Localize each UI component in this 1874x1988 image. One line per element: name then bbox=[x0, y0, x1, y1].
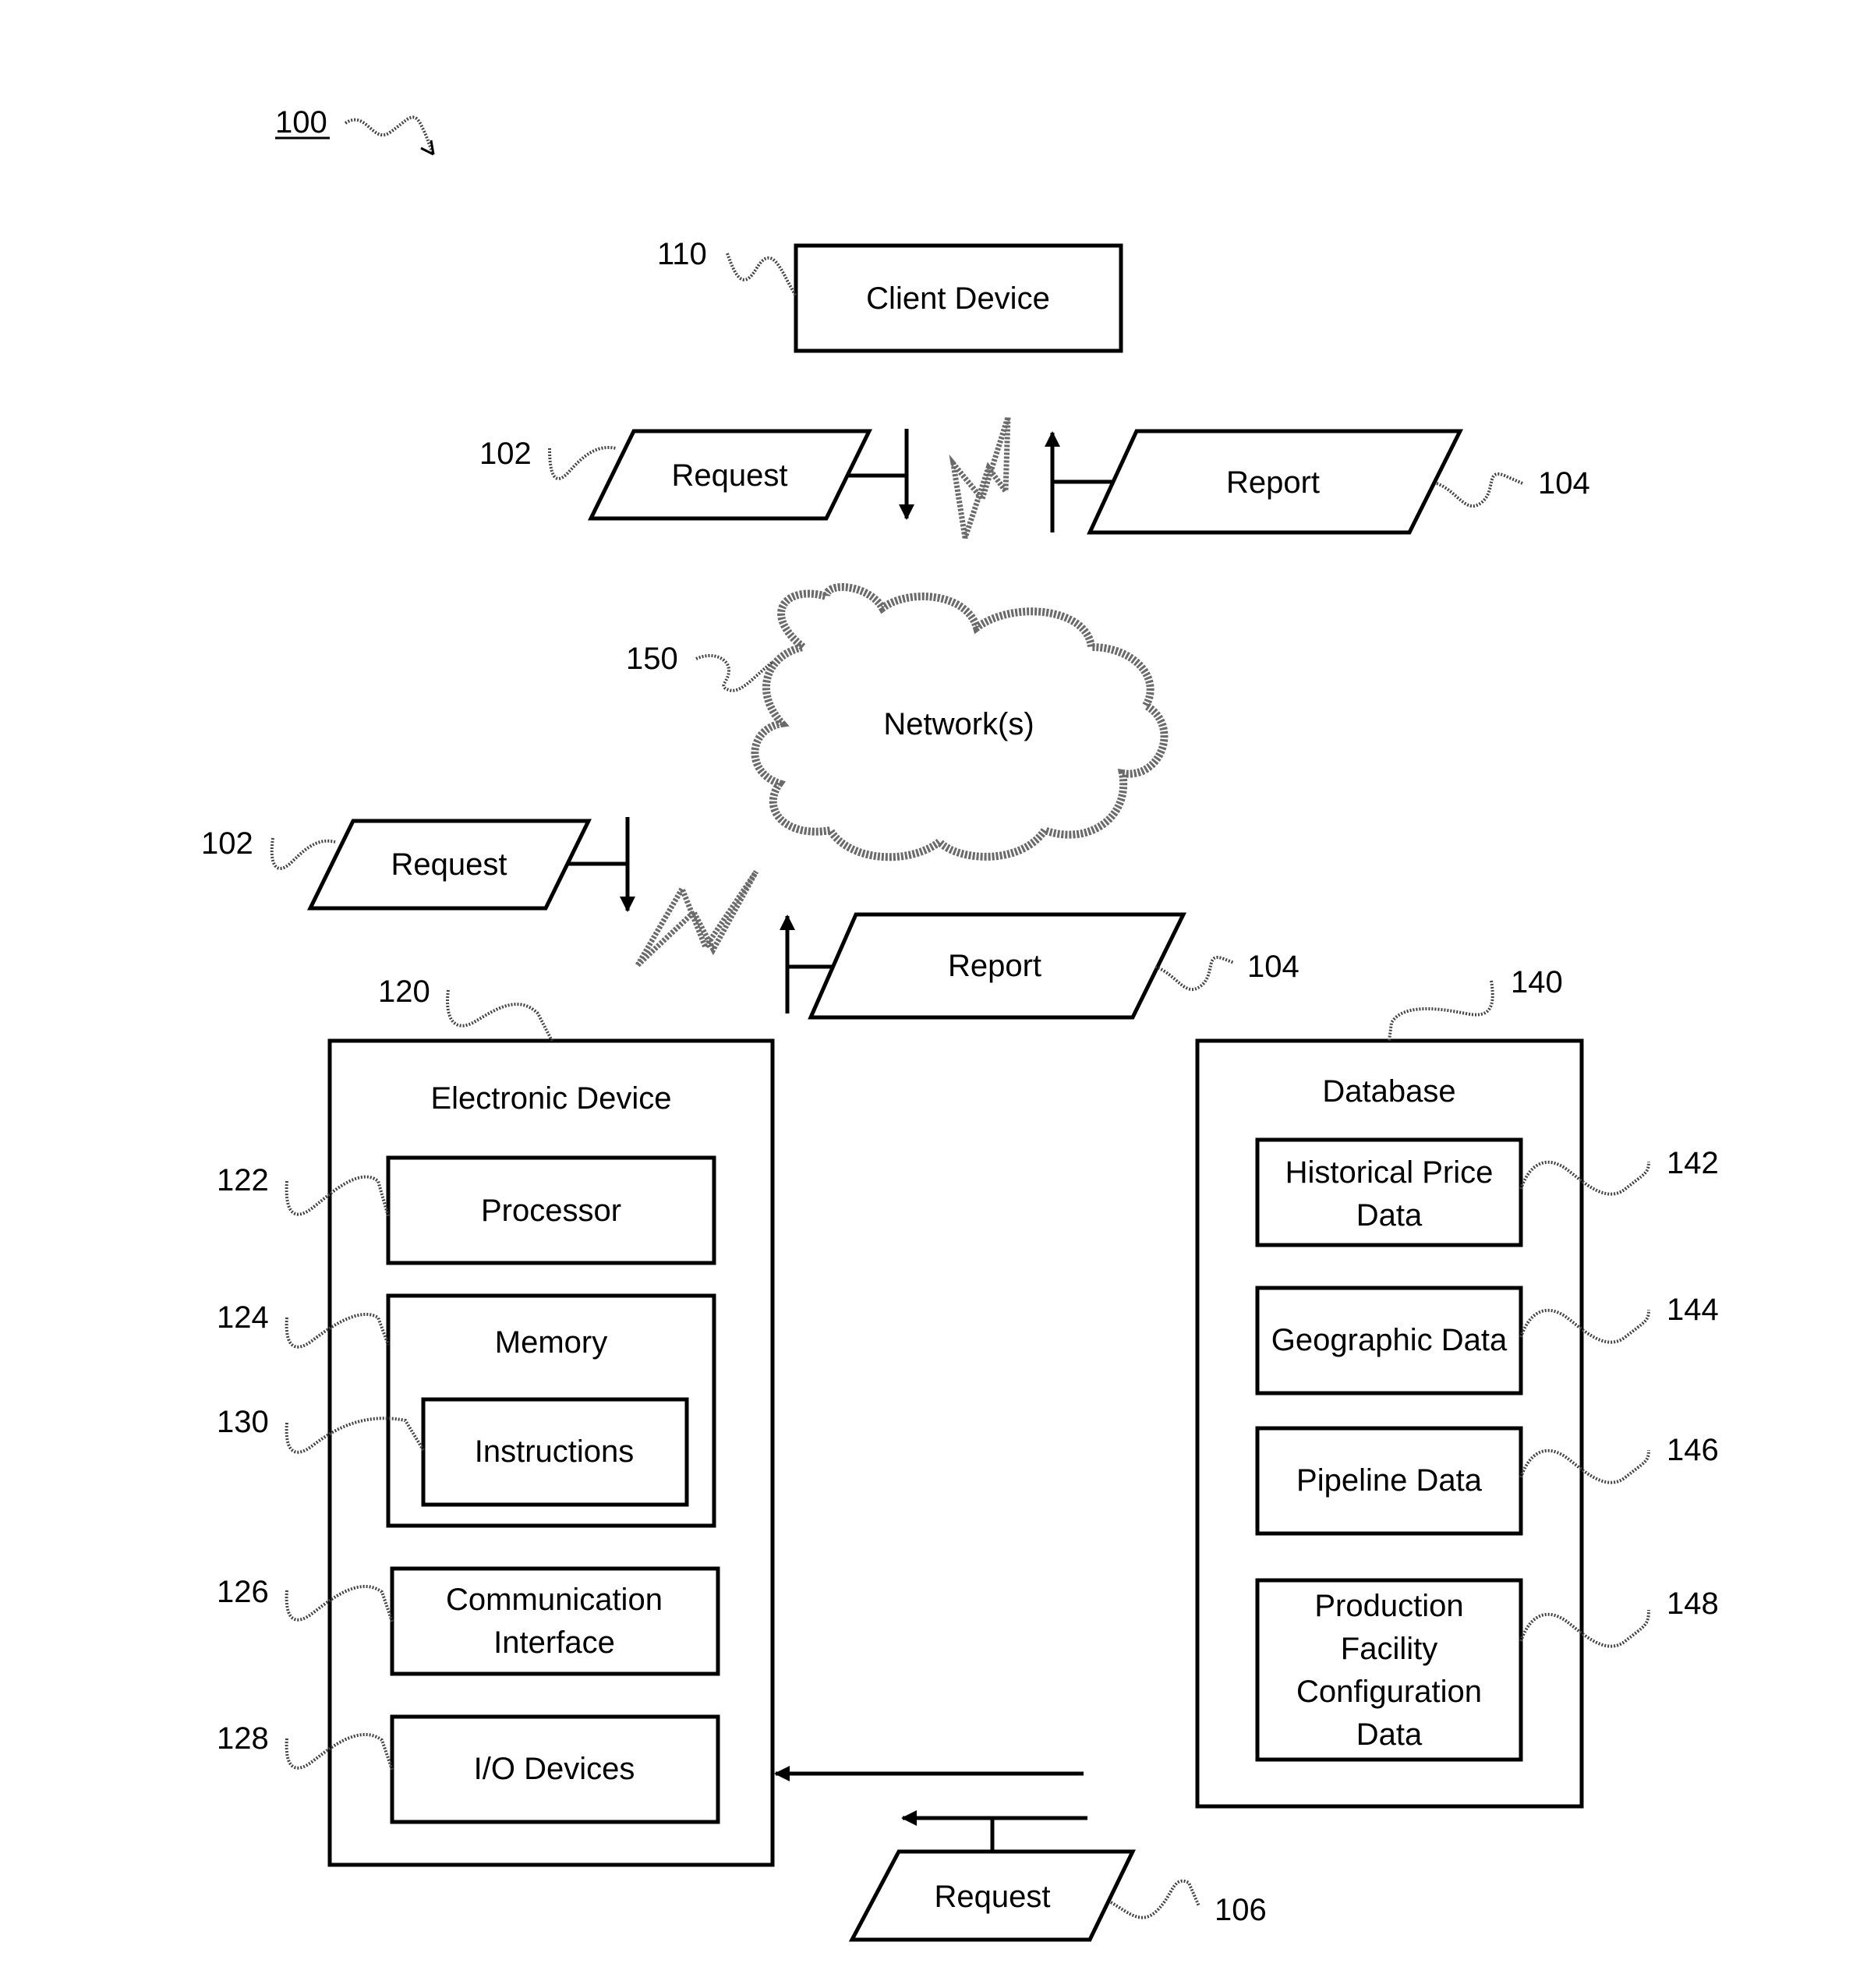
network-ref: 150 bbox=[626, 642, 678, 676]
historical-price-label-line2: Data bbox=[1356, 1198, 1423, 1233]
figure-number-squiggle bbox=[345, 117, 433, 154]
memory-ref: 124 bbox=[217, 1300, 269, 1335]
mid-wireless-bolt-icon bbox=[638, 872, 756, 965]
comm-interface-label-line1: Communication bbox=[446, 1583, 663, 1617]
production-facility-label-line1: Production bbox=[1314, 1589, 1463, 1623]
instructions-ref: 130 bbox=[217, 1405, 269, 1439]
comm-interface-label-line2: Interface bbox=[493, 1625, 615, 1660]
mid-report-squiggle bbox=[1155, 957, 1234, 989]
top-request-ref: 102 bbox=[479, 437, 532, 471]
historical-price-label-line1: Historical Price bbox=[1285, 1155, 1494, 1190]
top-request-squiggle bbox=[550, 447, 616, 479]
mid-request-ref: 102 bbox=[201, 826, 253, 861]
database-label: Database bbox=[1322, 1074, 1455, 1109]
electronic-device-label: Electronic Device bbox=[430, 1081, 671, 1116]
historical-price-ref: 142 bbox=[1667, 1146, 1719, 1180]
electronic-device-ref: 120 bbox=[378, 975, 430, 1009]
io-devices-label: I/O Devices bbox=[474, 1752, 635, 1786]
bottom-request-squiggle bbox=[1111, 1881, 1199, 1918]
io-devices-ref: 128 bbox=[217, 1721, 269, 1756]
mid-report-label: Report bbox=[948, 949, 1041, 983]
network-label: Network(s) bbox=[883, 707, 1034, 741]
memory-label: Memory bbox=[495, 1325, 607, 1360]
top-wireless-bolt-icon bbox=[953, 417, 1008, 538]
client-device-squiggle bbox=[727, 253, 796, 296]
pipeline-label: Pipeline Data bbox=[1296, 1463, 1483, 1498]
production-facility-label-line2: Facility bbox=[1341, 1632, 1437, 1666]
top-report-ref: 104 bbox=[1538, 466, 1590, 501]
network-squiggle bbox=[696, 656, 772, 691]
mid-report-ref: 104 bbox=[1247, 950, 1299, 984]
instructions-label: Instructions bbox=[475, 1434, 635, 1469]
processor-ref: 122 bbox=[217, 1163, 269, 1197]
database-ref: 140 bbox=[1511, 965, 1563, 999]
top-report-squiggle bbox=[1437, 474, 1522, 506]
figure-number: 100 bbox=[275, 105, 327, 140]
mid-request-squiggle bbox=[272, 838, 335, 868]
bottom-request-label: Request bbox=[935, 1880, 1051, 1914]
pipeline-ref: 146 bbox=[1667, 1433, 1719, 1467]
production-facility-label-line3: Configuration bbox=[1296, 1675, 1482, 1709]
electronic-device-squiggle bbox=[447, 990, 552, 1041]
top-report-label: Report bbox=[1226, 465, 1320, 500]
geographic-ref: 144 bbox=[1667, 1293, 1719, 1327]
mid-request-label: Request bbox=[391, 847, 507, 882]
comm-interface-ref: 126 bbox=[217, 1575, 269, 1609]
processor-label: Processor bbox=[481, 1194, 621, 1228]
top-request-label: Request bbox=[672, 458, 788, 493]
client-device-ref: 110 bbox=[657, 237, 707, 271]
figure-number-arrowhead bbox=[421, 140, 433, 154]
geographic-label: Geographic Data bbox=[1271, 1323, 1508, 1357]
bottom-request-ref: 106 bbox=[1215, 1893, 1267, 1927]
database-squiggle bbox=[1389, 981, 1493, 1041]
client-device-label: Client Device bbox=[866, 281, 1050, 316]
production-facility-label-line4: Data bbox=[1356, 1717, 1423, 1752]
production-facility-ref: 148 bbox=[1667, 1587, 1719, 1621]
